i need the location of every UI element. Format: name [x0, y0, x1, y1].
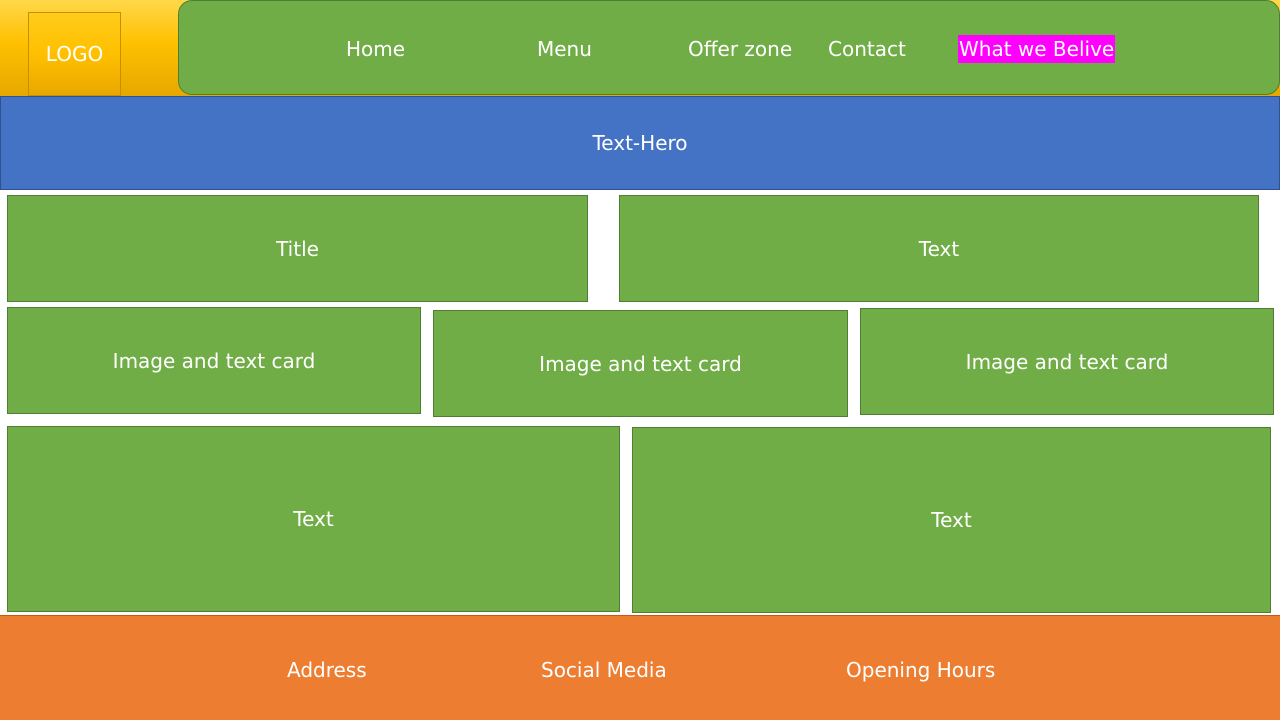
text-block-top: Text [619, 195, 1259, 302]
image-text-card-3[interactable]: Image and text card [860, 308, 1274, 415]
title-block: Title [7, 195, 588, 302]
footer-social-media[interactable]: Social Media [541, 658, 667, 682]
nav-offer-zone-link[interactable]: Offer zone [688, 37, 793, 61]
nav-what-we-belive-link[interactable]: What we Belive [958, 35, 1116, 63]
image-text-card-1[interactable]: Image and text card [7, 307, 421, 414]
text-block-right: Text [632, 427, 1271, 613]
nav-home-link[interactable]: Home [346, 37, 406, 61]
footer-opening-hours: Opening Hours [846, 658, 996, 682]
logo[interactable]: LOGO [28, 12, 121, 96]
nav-contact-link[interactable]: Contact [828, 37, 906, 61]
footer-address: Address [287, 658, 367, 682]
image-text-card-2[interactable]: Image and text card [433, 310, 848, 417]
hero-banner: Text-Hero [0, 96, 1280, 190]
nav-menu-link[interactable]: Menu [537, 37, 592, 61]
footer: Address Social Media Opening Hours [0, 615, 1280, 720]
text-block-left: Text [7, 426, 620, 612]
nav-bar: Home Menu Offer zone Contact What we Bel… [178, 0, 1280, 95]
